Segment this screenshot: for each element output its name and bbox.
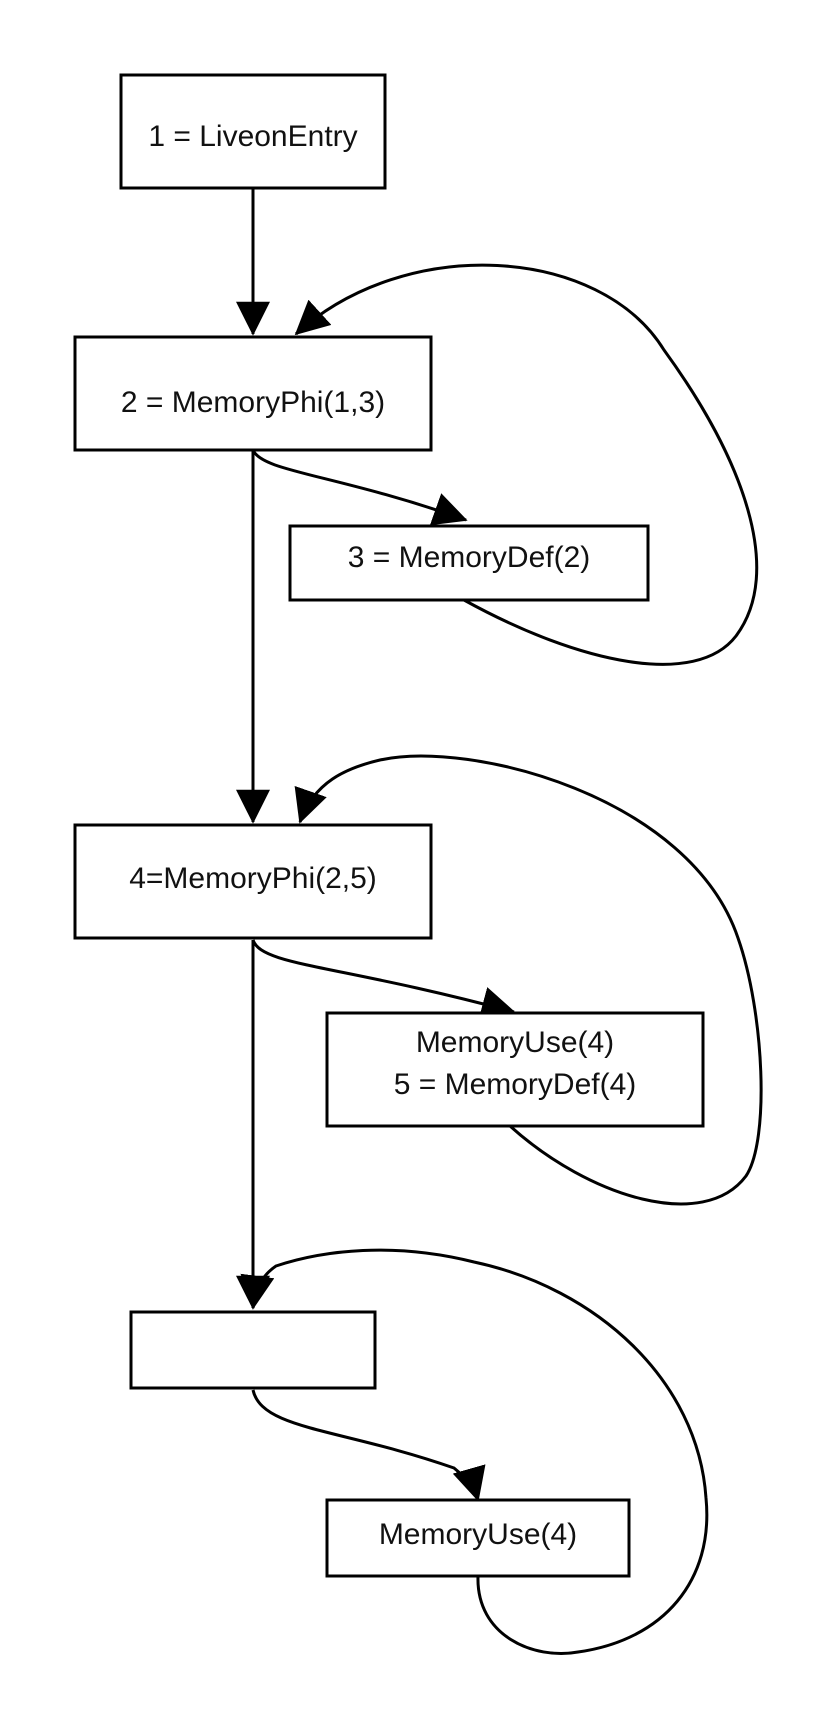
edge-empty-to-final-use [251,1389,486,1502]
edge-use-def-back-to-4 [294,754,763,1206]
label-memory-use-final: MemoryUse(4) [379,1518,577,1551]
edge-4-to-use-def [251,939,516,1021]
labels: 1 = LiveonEntry 2 = MemoryPhi(1,3) 3 = M… [121,120,636,1551]
edges [236,188,763,1655]
edge-3-back-to-2 [294,263,759,666]
node-memory-use-final [325,1498,631,1578]
label-memory-def-3: 3 = MemoryDef(2) [348,541,591,574]
node-empty-block [129,1310,377,1390]
node-memory-phi-1 [73,335,433,452]
edge-final-use-back-to-empty [240,1248,709,1655]
label-memory-phi-4: 4=MemoryPhi(2,5) [129,862,377,895]
node-memory-phi-4 [73,823,433,940]
node-use-def-block [325,1011,705,1128]
label-live-on-entry: 1 = LiveonEntry [148,120,357,153]
node-memory-def-3 [288,524,650,602]
nodes [73,73,705,1578]
label-use-def-line-1: MemoryUse(4) [416,1026,614,1059]
edge-2-to-3 [251,449,468,526]
label-use-def-line-2: 5 = MemoryDef(4) [394,1068,637,1101]
label-memory-phi-1: 2 = MemoryPhi(1,3) [121,386,385,419]
node-live-on-entry [119,73,387,190]
